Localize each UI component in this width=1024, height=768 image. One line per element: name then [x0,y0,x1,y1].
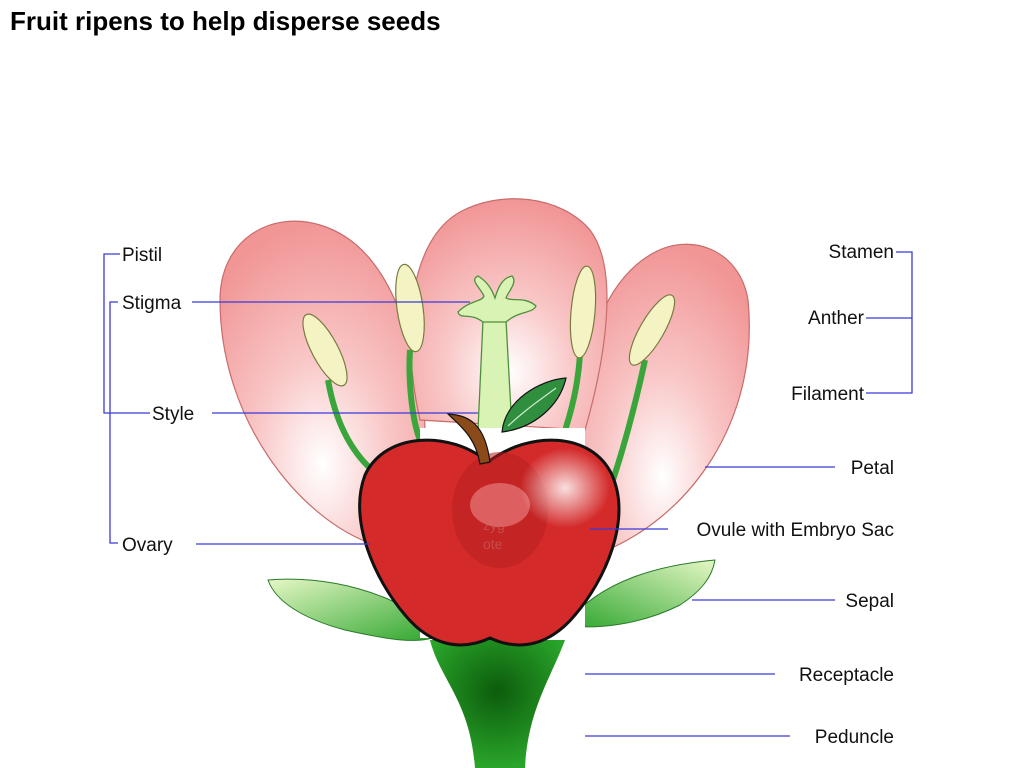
pistil [457,275,537,431]
anther-right [628,294,676,366]
style-column [477,319,513,431]
anther-left [302,313,348,387]
apple-stalk [446,413,491,465]
sepal-right [564,559,716,628]
stamens [302,263,676,522]
label-sepal: Sepal [845,591,894,612]
stamen-bracket [866,251,913,394]
label-filament: Filament [791,384,865,405]
label-style: Style [152,404,194,425]
label-ovary: Ovary [122,535,173,556]
ovule-ring [470,483,530,527]
ovary-bracket [109,301,118,544]
label-pistil: Pistil [122,245,162,266]
sepal-left [267,578,441,641]
anther-center-right [569,265,597,359]
label-anther: Anther [808,308,865,329]
label-ovule: Ovule with Embryo Sac [697,520,894,541]
page-title: Fruit ripens to help disperse seeds [10,6,441,36]
label-peduncle: Peduncle [815,727,894,748]
filament-center-left [406,349,423,442]
label-stamen: Stamen [829,242,894,263]
filament-left [325,379,375,473]
anther-center-left [395,263,425,353]
faint-text-1: zyg [483,517,505,533]
label-receptacle: Receptacle [799,665,894,686]
stigma-shape [457,275,537,323]
apple-shine [520,448,610,528]
apple-leaf-vein [507,387,557,427]
stem-peduncle [430,640,565,768]
pistil-bracket [103,253,150,414]
label-stigma: Stigma [122,293,182,314]
faint-text-2: ote [483,536,503,552]
apple-fruit: zyg ote [358,377,621,647]
label-petal: Petal [851,458,894,479]
